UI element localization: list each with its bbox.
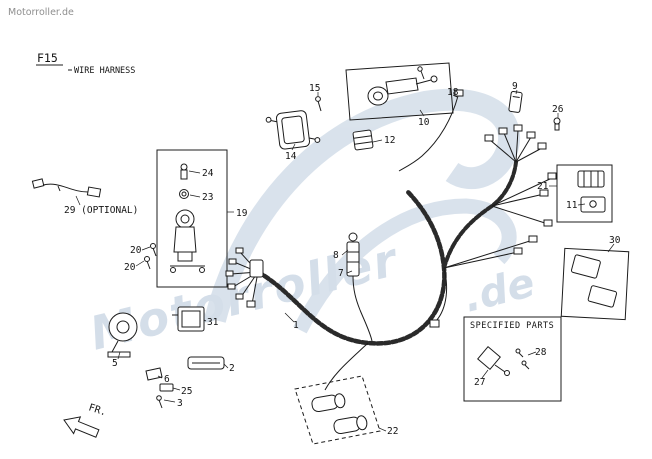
part-label-8[interactable]: 8 xyxy=(333,250,339,261)
part-30-connector-box xyxy=(560,247,630,321)
part-label-6[interactable]: 6 xyxy=(164,374,170,385)
watermark-suffix: .de xyxy=(459,260,539,322)
front-direction-arrow: FR. xyxy=(63,402,108,438)
part-label-19[interactable]: 19 xyxy=(236,208,248,219)
part-label-23[interactable]: 23 xyxy=(202,192,213,203)
part-label-29-optional[interactable]: 29 (OPTIONAL) xyxy=(64,205,138,216)
part-23-ring xyxy=(179,189,189,199)
specified-parts-box: SPECIFIED PARTS xyxy=(463,316,562,402)
part-label-14[interactable]: 14 xyxy=(285,151,297,162)
part-28-screws xyxy=(515,348,530,370)
part-20-screws xyxy=(144,243,157,270)
part-label-15[interactable]: 15 xyxy=(309,83,320,94)
watermark-swirl xyxy=(204,88,520,323)
part-label-26[interactable]: 26 xyxy=(552,104,564,115)
part-labels: 15 9 26 18 10 12 14 24 23 19 20 20 29 (O… xyxy=(64,81,621,437)
part-label-18[interactable]: 18 xyxy=(447,87,459,98)
wire-harness-trunk xyxy=(255,160,518,391)
leader-lines xyxy=(75,89,615,432)
part-14-cdi-unit xyxy=(265,110,321,150)
fr-label: FR. xyxy=(87,402,108,418)
part-label-9[interactable]: 9 xyxy=(512,81,518,92)
part-27-switch xyxy=(477,346,510,376)
part-31-flasher-relay xyxy=(172,306,205,332)
part-label-21[interactable]: 21 xyxy=(537,181,549,192)
part-3-screw xyxy=(156,395,163,409)
figure-code: F15 xyxy=(37,51,58,65)
part-10-switch-assembly xyxy=(345,62,454,121)
part-25-clip xyxy=(159,383,174,392)
part-29-optional-cable xyxy=(31,178,102,198)
part-21-connector-box xyxy=(556,164,613,223)
part-22-bulbs xyxy=(294,375,381,445)
part-label-7[interactable]: 7 xyxy=(338,268,344,279)
part-19-lock-assembly xyxy=(156,149,228,288)
part-24-contact xyxy=(180,163,188,171)
brand-logo-text: Motorroller.de xyxy=(8,7,74,18)
part-18-cable xyxy=(398,89,464,172)
part-label-2[interactable]: 2 xyxy=(229,363,235,374)
watermark-swirl-2 xyxy=(293,198,517,334)
part-label-31[interactable]: 31 xyxy=(207,317,219,328)
part-7-8-sensor xyxy=(346,232,361,311)
part-label-10[interactable]: 10 xyxy=(418,117,430,128)
part-label-12[interactable]: 12 xyxy=(384,135,395,146)
part-label-1[interactable]: 1 xyxy=(293,320,299,331)
part-2-mount-strip xyxy=(187,356,225,370)
part-label-25[interactable]: 25 xyxy=(181,386,192,397)
part-15-screw xyxy=(315,96,322,112)
part-12-relay xyxy=(352,129,374,151)
harness-right-connectors xyxy=(429,124,557,328)
screw-icon xyxy=(417,66,423,72)
part-label-5[interactable]: 5 xyxy=(112,358,118,369)
part-label-30[interactable]: 30 xyxy=(609,235,621,246)
figure-name: WIRE HARNESS xyxy=(74,66,135,76)
part-11-connector xyxy=(580,196,606,213)
part-label-3[interactable]: 3 xyxy=(177,398,183,409)
harness-left-connectors xyxy=(225,247,264,308)
part-26-bolt xyxy=(553,117,561,131)
specified-parts-title: SPECIFIED PARTS xyxy=(470,321,554,331)
figure-title: F15 WIRE HARNESS xyxy=(36,51,135,76)
part-label-22[interactable]: 22 xyxy=(387,426,398,437)
part-label-27[interactable]: 27 xyxy=(474,377,485,388)
part-label-20b[interactable]: 20 xyxy=(124,262,136,273)
part-label-24[interactable]: 24 xyxy=(202,168,214,179)
part-label-28[interactable]: 28 xyxy=(535,347,547,358)
part-6-bracket xyxy=(145,367,163,381)
part-9-bracket xyxy=(508,91,523,113)
part-label-20a[interactable]: 20 xyxy=(130,245,142,256)
part-label-11[interactable]: 11 xyxy=(566,200,578,211)
